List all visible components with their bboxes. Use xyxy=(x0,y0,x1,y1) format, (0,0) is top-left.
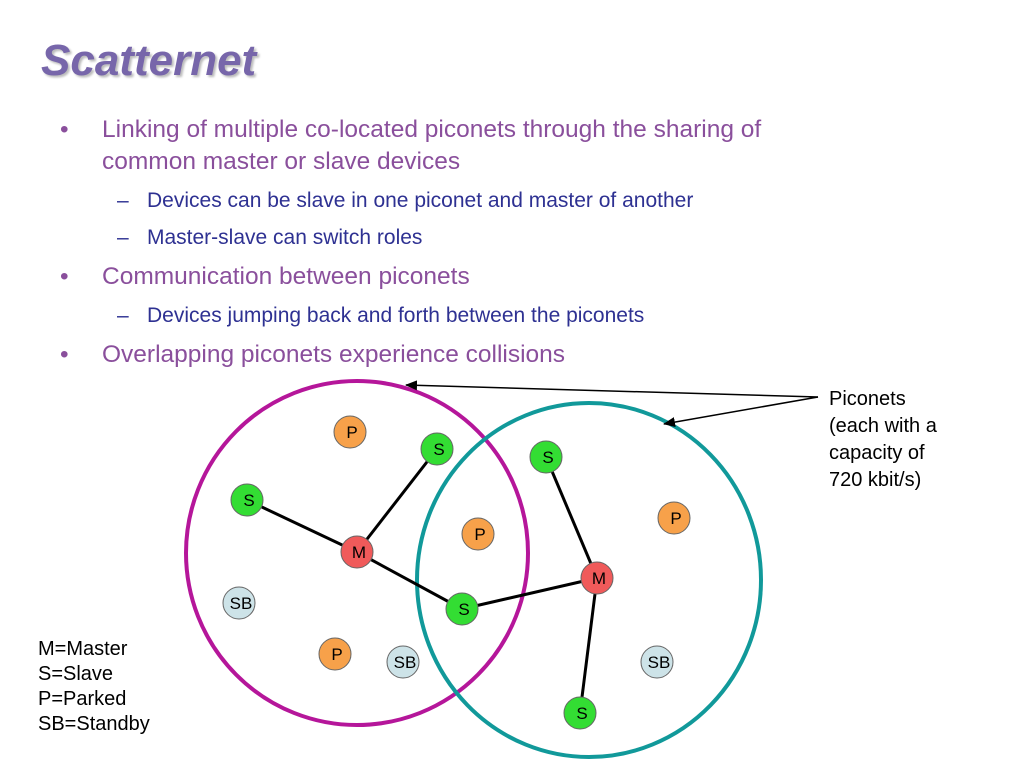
bullet-marker: • xyxy=(60,116,69,143)
slave-node-circle xyxy=(230,483,264,517)
bullet-list: • Linking of multiple co-located piconet… xyxy=(0,0,1024,380)
master-node-circle xyxy=(340,535,374,569)
slave-node-circle xyxy=(529,440,563,474)
slave-node-circle xyxy=(445,592,479,626)
bullet-marker: • xyxy=(60,341,69,368)
parked-node-circle xyxy=(657,501,691,535)
slave-node-s1: S xyxy=(420,432,454,466)
bullet-text: Linking of multiple co-located piconets … xyxy=(102,114,882,178)
parked-node-circle xyxy=(318,637,352,671)
sub-bullet-marker: – xyxy=(117,226,129,249)
bullet-text-line: Linking of multiple co-located piconets … xyxy=(102,116,762,143)
standby-node-label: SB xyxy=(230,594,253,613)
master-node-label: M xyxy=(592,569,606,588)
standby-node-circle xyxy=(222,586,256,620)
slave-node-s3: S xyxy=(445,592,479,626)
standby-node-sb2: SB xyxy=(386,645,420,679)
parked-node-label: P xyxy=(474,525,485,544)
slave-node-label: S xyxy=(433,440,444,459)
sub-bullet-text: Master-slave can switch roles xyxy=(147,226,423,249)
bullet-marker: • xyxy=(60,263,69,290)
legend-parked: P=Parked xyxy=(38,688,127,710)
piconet-left-circle xyxy=(184,379,530,727)
callout-line: 720 kbit/s) xyxy=(829,469,922,491)
bullet-text-line: common master or slave devices xyxy=(102,148,461,175)
bullet-text: Overlapping piconets experience collisio… xyxy=(102,339,882,371)
slave-node-label: S xyxy=(542,448,553,467)
bullet-text-line: Overlapping piconets experience collisio… xyxy=(102,341,566,368)
callout-arrow-left xyxy=(405,380,819,398)
device-nodes: M M S S S S S P P P P SB SB SB xyxy=(222,415,691,730)
slave-node-s4: S xyxy=(529,440,563,474)
link-m2-s4 xyxy=(544,456,599,579)
callout-line: capacity of xyxy=(829,442,925,464)
legend: M=Master S=Slave P=Parked SB=Standby xyxy=(38,637,150,737)
slave-node-label: S xyxy=(576,704,587,723)
standby-node-circle xyxy=(640,645,674,679)
master-node-circle xyxy=(580,561,614,595)
parked-node-label: P xyxy=(331,645,342,664)
parked-node-p1: P xyxy=(333,415,367,449)
standby-node-sb1: SB xyxy=(222,586,256,620)
parked-node-p2: P xyxy=(461,517,495,551)
master-node-label: M xyxy=(352,543,366,562)
parked-node-p3: P xyxy=(657,501,691,535)
legend-master: M=Master xyxy=(38,638,128,660)
parked-node-label: P xyxy=(670,509,681,528)
piconets-callout: Piconets (each with a capacity of 720 kb… xyxy=(829,386,937,494)
piconet-right-circle xyxy=(415,401,763,759)
callout-line: Piconets xyxy=(829,388,906,410)
device-links xyxy=(246,448,599,714)
standby-node-sb3: SB xyxy=(640,645,674,679)
parked-node-p4: P xyxy=(318,637,352,671)
link-m1-s1 xyxy=(355,448,439,553)
link-m1-s3 xyxy=(356,550,463,611)
sub-bullet-text: Devices can be slave in one piconet and … xyxy=(147,189,694,212)
link-m2-s5 xyxy=(578,577,599,714)
sub-bullet-text: Devices jumping back and forth between t… xyxy=(147,304,645,327)
page-title: Scatternet xyxy=(41,36,257,85)
master-node-m2: M xyxy=(580,561,614,595)
parked-node-circle xyxy=(333,415,367,449)
slave-node-s2: S xyxy=(230,483,264,517)
bullet-text: Communication between piconets xyxy=(102,261,882,293)
bullet-text-line: Communication between piconets xyxy=(102,263,470,290)
slave-node-label: S xyxy=(458,600,469,619)
standby-node-label: SB xyxy=(394,653,417,672)
callout-arrow-right xyxy=(663,396,819,428)
link-m2-s3 xyxy=(461,576,598,611)
standby-node-circle xyxy=(386,645,420,679)
parked-node-label: P xyxy=(346,423,357,442)
slave-node-label: S xyxy=(243,491,254,510)
parked-node-circle xyxy=(461,517,495,551)
sub-bullet-marker: – xyxy=(117,189,129,212)
slave-node-circle xyxy=(420,432,454,466)
callout-line: (each with a xyxy=(829,415,937,437)
master-node-m1: M xyxy=(340,535,374,569)
legend-slave: S=Slave xyxy=(38,663,114,685)
slave-node-circle xyxy=(563,696,597,730)
slave-node-s5: S xyxy=(563,696,597,730)
standby-node-label: SB xyxy=(648,653,671,672)
link-m1-s2 xyxy=(246,498,358,554)
sub-bullet-marker: – xyxy=(117,304,129,327)
legend-standby: SB=Standby xyxy=(38,713,150,735)
